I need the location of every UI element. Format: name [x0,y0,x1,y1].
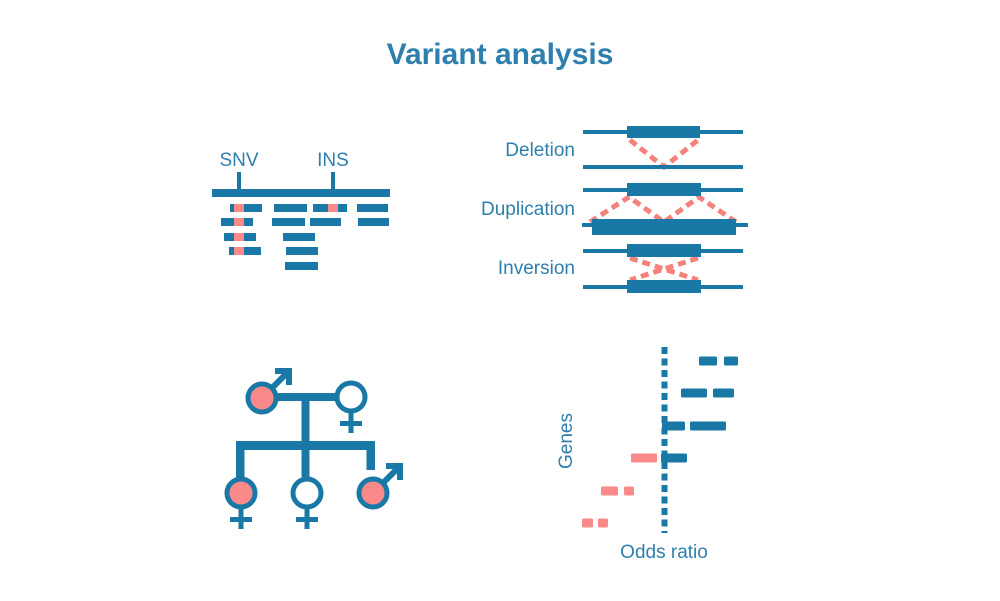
pedigree-circle [224,476,258,510]
y-axis-label: Genes [556,413,577,469]
read-bar [274,204,307,212]
odds-ratio-dash [724,356,738,366]
pedigree-circle [334,380,368,414]
odds-ratio-dash [699,356,717,366]
read-bar [283,233,315,241]
variant-allele-marker [234,233,244,241]
read-bar [358,218,389,226]
male-arrow-shaft [269,369,291,391]
odds-ratio-panel: Genes Odds ratio [556,347,738,563]
variant-position-tick [331,172,335,190]
inversion-top-box [627,244,701,257]
odds-ratio-dash [662,421,685,431]
pedigree-member-female-unaffected [334,380,368,433]
inversion-diagram: Inversion [498,244,743,293]
odds-ratio-dash [713,388,734,398]
pedigree-member-female-unaffected [290,476,324,529]
page-title: Variant analysis [386,38,614,71]
male-arrow-shaft [380,464,402,486]
odds-ratio-dash [661,453,687,463]
pedigree-drop-right [366,441,375,470]
duplication-diagram: Duplication [481,183,748,235]
pedigree-drop-left [236,441,245,477]
duplication-dashed-zigzag [588,193,738,226]
read-bars [212,172,390,270]
odds-ratio-dash [690,421,726,431]
read-bar [285,262,318,270]
x-axis-label: Odds ratio [620,542,708,563]
pedigree-member-male-affected [245,368,292,415]
variant-allele-marker [234,204,244,212]
odds-ratio-dashes [582,356,738,528]
odds-ratio-dash [624,486,634,496]
structural-variant-panel: Deletion Duplication Inversion [481,126,748,293]
pedigree-members [224,368,403,529]
read-bar [310,218,341,226]
pedigree-circle [290,476,324,510]
pedigree-member-male-affected [356,463,403,510]
inversion-bottom-box [627,280,701,293]
variant-position-tick [237,172,241,190]
male-arrow-head [275,368,292,385]
read-alignment-panel: SNV INS [212,150,390,270]
odds-ratio-dash [681,388,707,398]
read-bar [229,247,261,255]
odds-ratio-dash [582,518,593,528]
pedigree-descent-line [301,393,310,450]
variant-allele-marker [328,204,338,212]
ins-label: INS [317,150,349,171]
odds-ratio-dash [598,518,608,528]
pedigree-member-female-affected [224,476,258,529]
reference-bar [212,189,390,197]
snv-label: SNV [219,150,258,171]
pedigree-drop-middle [301,441,310,477]
deletion-diagram: Deletion [505,126,743,171]
pedigree-circle [245,381,279,415]
read-bar [286,247,318,255]
variant-allele-marker [234,247,244,255]
variant-allele-marker [234,218,244,226]
inversion-dashed-cross-a [629,255,699,283]
read-bar [272,218,305,226]
deletion-dashed-v [628,138,700,171]
read-bar [357,204,388,212]
inversion-label: Inversion [498,258,575,279]
odds-ratio-dash [631,453,657,463]
duplication-segment-box [627,183,701,196]
pedigree-circle [356,476,390,510]
deletion-label: Deletion [505,140,575,161]
duplication-label: Duplication [481,199,575,220]
male-arrow-head [386,463,403,480]
duplication-expanded-box [592,219,736,235]
pedigree-panel [224,368,403,529]
inversion-dashed-cross-b [629,255,699,283]
deletion-segment-box [627,126,700,138]
read-bar [230,204,262,212]
odds-ratio-dash [601,486,618,496]
